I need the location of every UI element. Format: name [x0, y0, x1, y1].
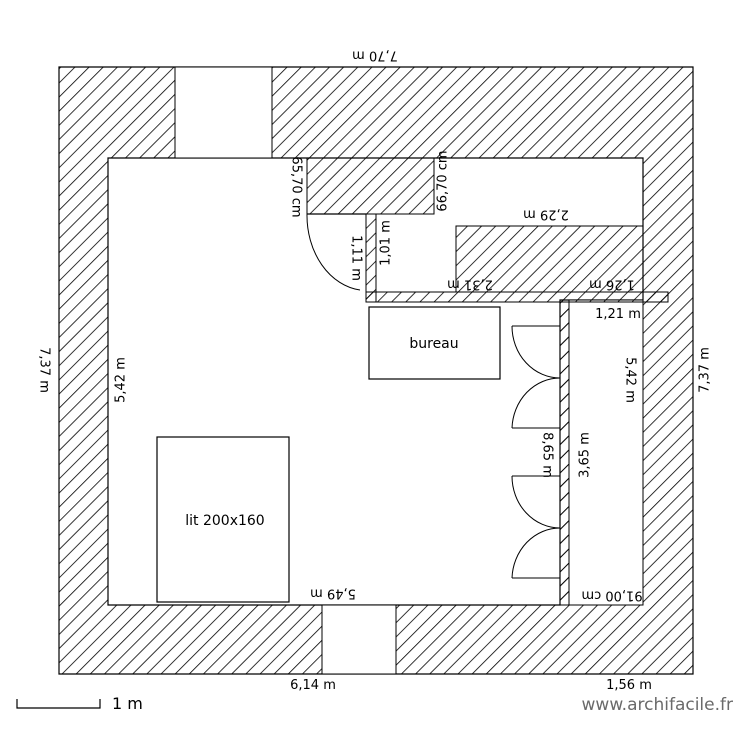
window-top: [174, 66, 273, 159]
dim-room-bottom-width: 5,49 m: [310, 586, 356, 601]
brand-watermark: www.archifacile.fr: [582, 695, 733, 715]
dim-top-width: 7,70 m: [352, 48, 398, 63]
entry-jamb: [365, 213, 377, 303]
dim-wall-strip-b: 1,26 m: [589, 277, 635, 292]
upper-right-block: [455, 225, 644, 293]
niche-block: [306, 157, 435, 215]
dim-left-height: 7,37 m: [37, 347, 52, 393]
scale-bar: 1 m: [16, 694, 143, 713]
dim-right-height: 7,37 m: [698, 347, 713, 393]
dim-bottom-left: 6,14 m: [290, 678, 336, 693]
dim-closet-right-height: 5,42 m: [623, 357, 638, 403]
desk-label: bureau: [409, 336, 458, 352]
scale-label: 1 m: [112, 694, 143, 713]
dim-closet-width: 1,21 m: [595, 307, 641, 322]
dim-upper-right-width: 2,29 m: [523, 207, 569, 222]
dim-entry-width: 1,01 m: [379, 220, 394, 266]
bed-label: lit 200x160: [185, 513, 264, 529]
dim-niche-left: 65,70 cm: [289, 156, 304, 217]
window-bottom: [321, 604, 397, 675]
wardrobe-doors: [511, 325, 561, 579]
room-door: [306, 213, 367, 292]
dim-wall-strip-a: 2,31 m: [447, 277, 493, 292]
partition-strip: [365, 291, 669, 303]
dim-niche-right: 66,70 cm: [436, 150, 451, 211]
dim-wardrobe-length: 3,65 m: [578, 432, 593, 478]
desk: [368, 306, 501, 380]
dim-bottom-right: 1,56 m: [606, 678, 652, 693]
dim-closet-bottom: 91,00 cm: [581, 588, 642, 603]
dim-wardrobe-span: 8,65 m: [540, 432, 555, 478]
bed: [156, 436, 290, 603]
dim-room-left-height: 5,42 m: [114, 357, 129, 403]
wardrobe-wall: [559, 301, 570, 606]
dim-door-width: 1,11 m: [349, 235, 364, 281]
